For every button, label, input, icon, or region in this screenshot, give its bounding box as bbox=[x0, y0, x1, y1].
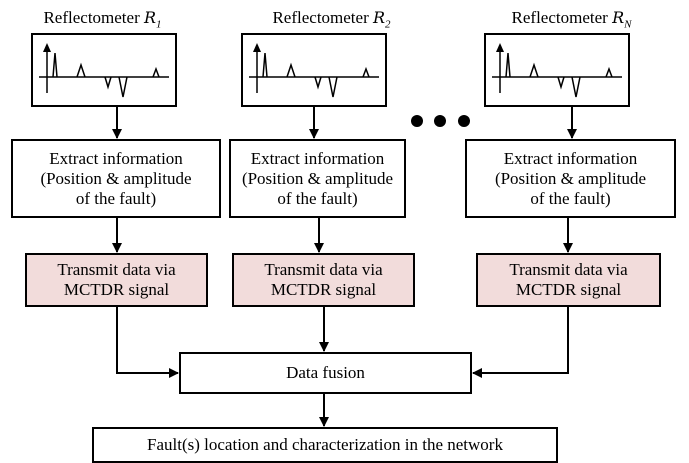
arrow-transmitn-fusion bbox=[472, 307, 569, 378]
transmit-box-2: Transmit data via MCTDR signal bbox=[232, 253, 415, 307]
result-label: Fault(s) location and characterization i… bbox=[147, 435, 503, 454]
result-box: Fault(s) location and characterization i… bbox=[92, 427, 558, 463]
reflectometer-1-title: Reflectometer R1 bbox=[43, 8, 162, 31]
transmit-box-n: Transmit data via MCTDR signal bbox=[476, 253, 661, 307]
transmit-line-2: MCTDR signal bbox=[515, 280, 622, 299]
transmit-line-1: Transmit data via bbox=[57, 260, 176, 279]
extract-box-n: Extract information (Position & amplitud… bbox=[465, 139, 676, 218]
extract-line-3: of the fault) bbox=[277, 188, 358, 208]
extract-line-1: Extract information bbox=[250, 148, 385, 168]
transmit-line-2: MCTDR signal bbox=[63, 280, 170, 299]
reflectogram-1-plot bbox=[39, 43, 169, 98]
reflectogram-2 bbox=[241, 33, 387, 107]
reflectometer-n-title: Reflectometer RN bbox=[511, 8, 632, 31]
extract-box-1: Extract information (Position & amplitud… bbox=[11, 139, 221, 218]
arrow-transmit1-fusion bbox=[116, 307, 179, 378]
ellipsis-dot-1 bbox=[411, 115, 423, 127]
transmit-line-2: MCTDR signal bbox=[270, 280, 377, 299]
data-fusion-label: Data fusion bbox=[286, 363, 365, 382]
ellipsis-dot-2 bbox=[434, 115, 446, 127]
extract-line-2: (Position & amplitude bbox=[494, 168, 647, 188]
extract-line-1: Extract information bbox=[503, 148, 638, 168]
reflectogram-2-plot bbox=[249, 43, 379, 98]
extract-line-3: of the fault) bbox=[75, 188, 157, 208]
transmit-line-1: Transmit data via bbox=[264, 260, 383, 279]
transmit-line-1: Transmit data via bbox=[509, 260, 628, 279]
ellipsis-dot-3 bbox=[458, 115, 470, 127]
data-fusion-box: Data fusion bbox=[179, 352, 472, 394]
extract-line-2: (Position & amplitude bbox=[40, 168, 192, 188]
extract-line-2: (Position & amplitude bbox=[241, 168, 394, 188]
extract-box-2: Extract information (Position & amplitud… bbox=[229, 139, 406, 218]
reflectogram-1 bbox=[31, 33, 177, 107]
reflectogram-n bbox=[484, 33, 630, 107]
reflectometer-2-title: Reflectometer R2 bbox=[272, 8, 391, 31]
extract-line-1: Extract information bbox=[49, 148, 183, 168]
extract-line-3: of the fault) bbox=[530, 188, 611, 208]
reflectogram-n-plot bbox=[492, 43, 622, 98]
transmit-box-1: Transmit data via MCTDR signal bbox=[25, 253, 208, 307]
